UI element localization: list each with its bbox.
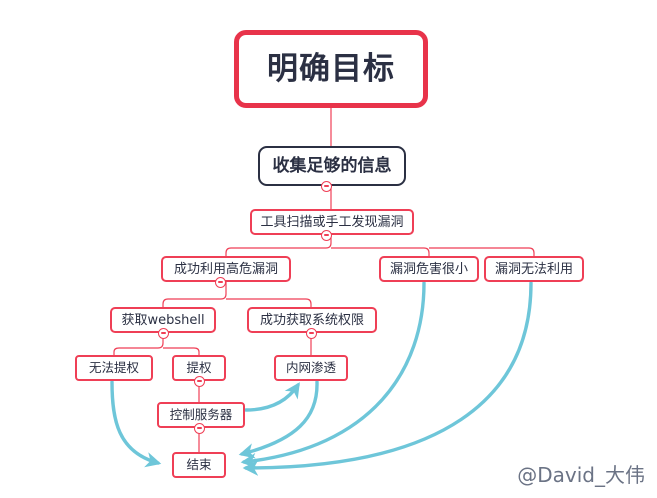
edge-webshell-noescalate (113, 333, 164, 355)
collapse-toggle-high-risk-vuln[interactable] (214, 276, 226, 288)
node-collect-info[interactable]: 收集足够的信息 (258, 146, 406, 186)
node-scan-or-manual-find-vuln[interactable]: 工具扫描或手工发现漏洞 (250, 209, 414, 235)
rel-ctrl-intranet (244, 382, 300, 412)
minus-icon (196, 427, 202, 429)
collapse-toggle-system-privilege[interactable] (305, 327, 317, 339)
minus-icon (217, 281, 223, 283)
collapse-toggle-collect-info[interactable] (320, 180, 332, 192)
node-end[interactable]: 结束 (172, 452, 226, 478)
node-cannot-escalate[interactable]: 无法提权 (75, 355, 153, 381)
minus-icon (196, 380, 202, 382)
watermark: @David_大伟 (517, 463, 645, 487)
node-intranet-penetration[interactable]: 内网渗透 (274, 355, 348, 381)
collapse-toggle-control-server[interactable] (193, 422, 205, 434)
node-low-harm-vuln[interactable]: 漏洞危害很小 (379, 256, 479, 282)
edge-highrisk-sysperm (226, 298, 312, 307)
minus-icon (160, 332, 166, 334)
rel-noescalate-end (110, 380, 162, 468)
minus-icon (308, 332, 314, 334)
node-unusable-vuln[interactable]: 漏洞无法利用 (484, 256, 584, 282)
edge-scan-unusable (429, 247, 535, 256)
edge-webshell-escalate (163, 347, 200, 355)
node-root[interactable]: 明确目标 (234, 30, 428, 108)
collapse-toggle-escalate[interactable] (193, 375, 205, 387)
node-exploit-high-risk-vuln[interactable]: 成功利用高危漏洞 (161, 256, 291, 282)
edge-scan-lowharm (331, 247, 430, 256)
rel-intranet-end (238, 380, 319, 459)
minus-icon (323, 234, 329, 236)
minus-icon (323, 185, 329, 187)
collapse-toggle-scan[interactable] (320, 229, 332, 241)
collapse-toggle-webshell[interactable] (157, 327, 169, 339)
edge-scan-highrisk (225, 235, 332, 256)
